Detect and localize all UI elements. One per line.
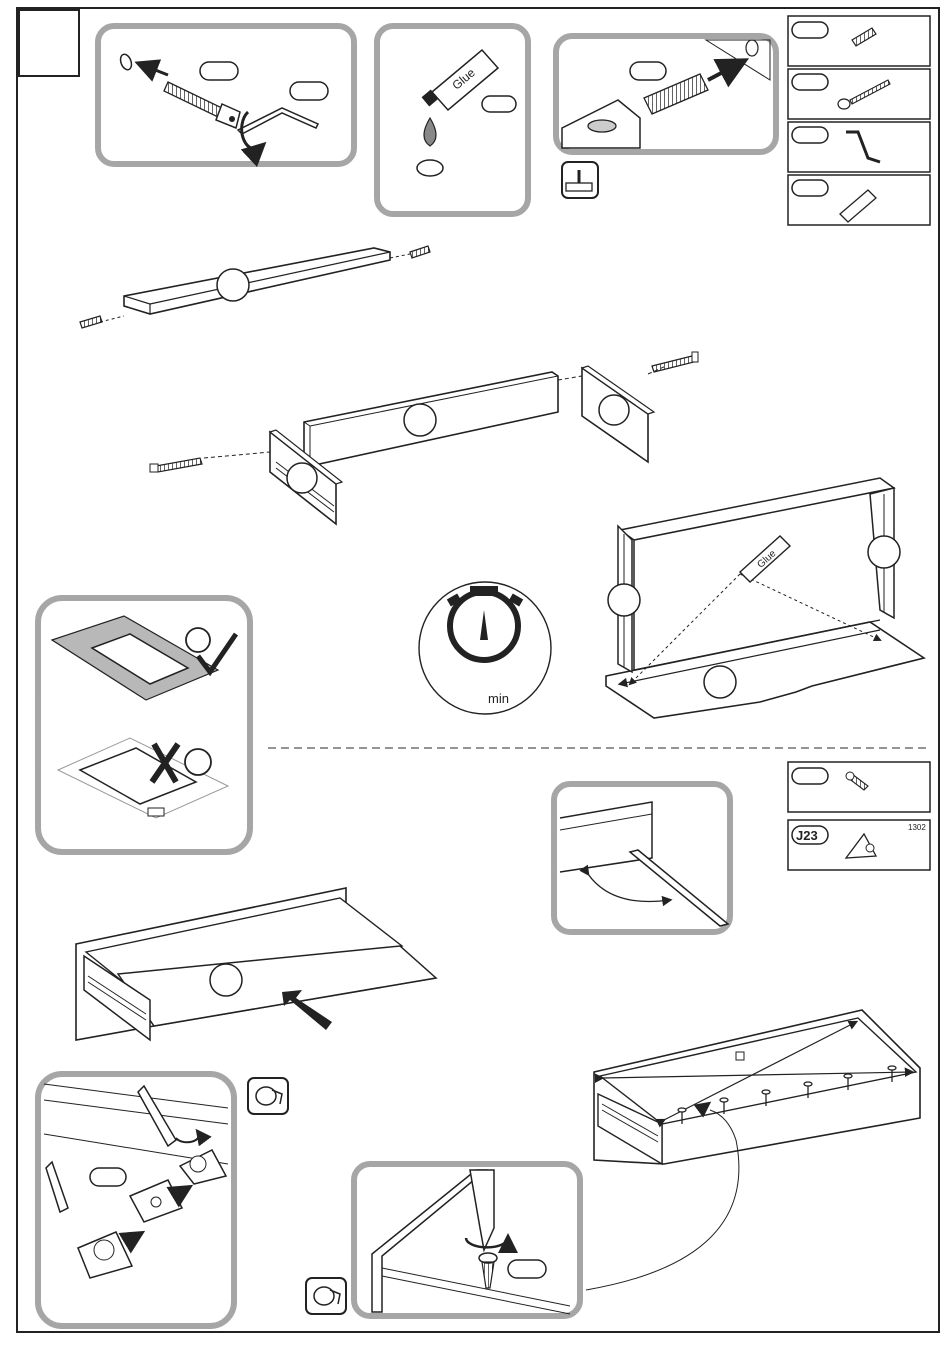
sad-face-icon <box>185 749 211 775</box>
step-number-box <box>19 10 79 76</box>
inset-right-angle <box>554 784 730 932</box>
allen-key-icon <box>238 108 318 134</box>
inset-dowel-insertion <box>556 36 776 152</box>
hammer-icon <box>562 162 598 198</box>
hardware-legend <box>788 16 930 225</box>
back-panel-insertion <box>76 888 436 1040</box>
part-callout <box>217 269 249 301</box>
screw-icon <box>479 1253 497 1288</box>
cabinet-diagonal-check <box>586 1010 920 1290</box>
inset-work-surface <box>38 598 250 852</box>
drying-timer: min <box>419 582 551 714</box>
tape-measure-icon <box>248 1078 288 1114</box>
happy-face-icon <box>186 628 210 652</box>
shelf-with-dowels <box>80 246 430 328</box>
timer-unit: min <box>488 691 509 706</box>
frame-glue-diagonal: Glue <box>606 478 924 718</box>
inset-bolt-insertion <box>98 26 354 164</box>
hardware-legend-2: J23 1302 <box>788 762 930 870</box>
part-code-j23: J23 <box>796 828 818 843</box>
inset-glue: Glue <box>377 26 528 214</box>
inset-screw-detail <box>354 1164 580 1316</box>
inset-corner-bracket <box>38 1074 234 1326</box>
tape-measure-icon <box>306 1278 346 1314</box>
cam-bolt-icon <box>164 82 240 128</box>
frame-assembly <box>150 352 698 524</box>
sheet-number: 1302 <box>908 823 926 832</box>
